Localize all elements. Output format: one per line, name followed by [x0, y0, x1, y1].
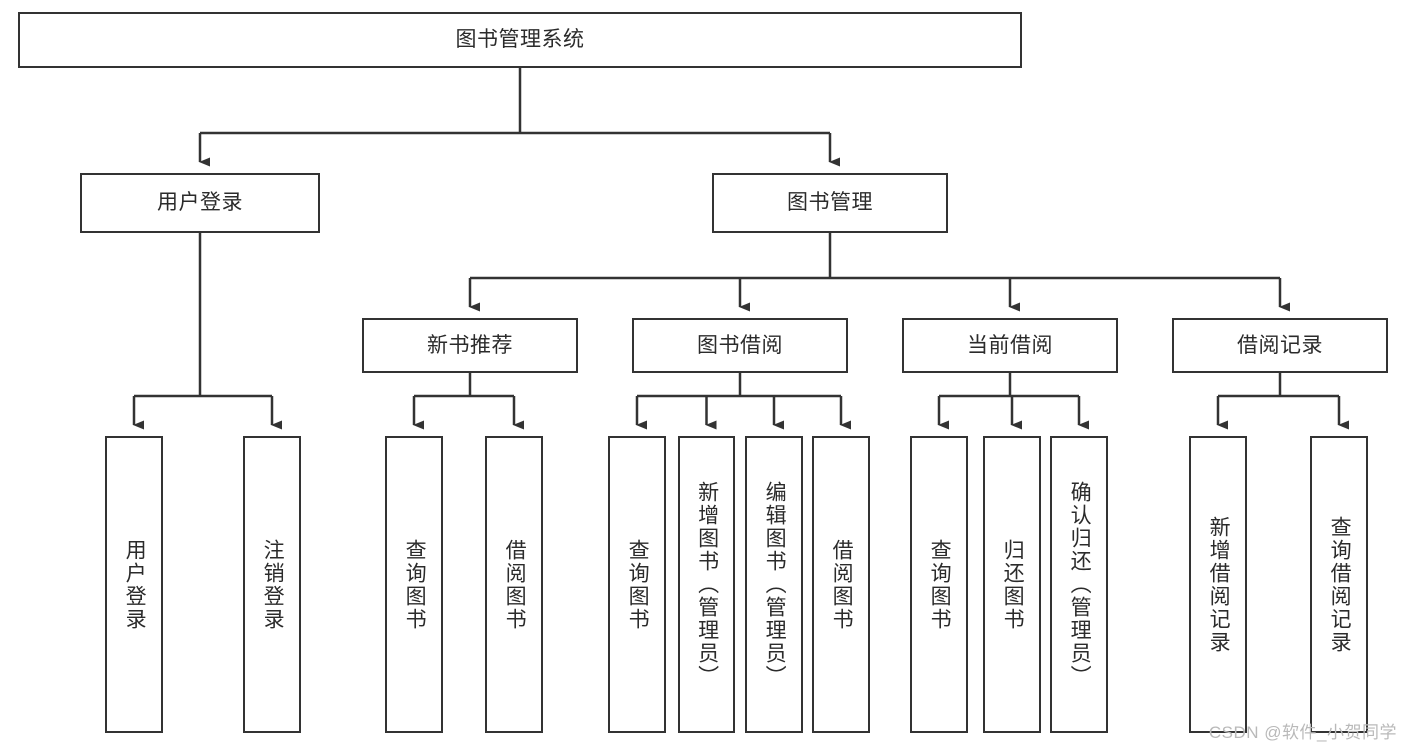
node-leaf-bb-edit[interactable]: 编辑图书（管理员） — [745, 436, 803, 733]
node-leaf-cb-return[interactable]: 归还图书 — [983, 436, 1041, 733]
node-label: 新书推荐 — [427, 333, 513, 357]
node-label: 用户登录 — [123, 538, 147, 631]
node-current-borrow[interactable]: 当前借阅 — [902, 318, 1118, 373]
node-new-book-rec[interactable]: 新书推荐 — [362, 318, 578, 373]
node-label: 确认归还（管理员） — [1068, 481, 1092, 688]
node-leaf-bb-add[interactable]: 新增图书（管理员） — [678, 436, 735, 733]
node-label: 借阅记录 — [1237, 333, 1323, 357]
node-leaf-cb-query[interactable]: 查询图书 — [910, 436, 968, 733]
node-label: 当前借阅 — [967, 333, 1053, 357]
node-leaf-user-login[interactable]: 用户登录 — [105, 436, 163, 733]
node-label: 用户登录 — [157, 191, 243, 215]
node-root[interactable]: 图书管理系统 — [18, 12, 1022, 68]
node-leaf-logout[interactable]: 注销登录 — [243, 436, 301, 733]
node-label: 图书借阅 — [697, 333, 783, 357]
node-label: 图书管理 — [787, 191, 873, 215]
node-label: 查询借阅记录 — [1328, 515, 1352, 654]
node-label: 查询图书 — [403, 538, 427, 631]
csdn-watermark: CSDN @软件_小贺同学 — [1208, 723, 1397, 742]
node-label: 借阅图书 — [503, 538, 527, 631]
node-leaf-bb-query[interactable]: 查询图书 — [608, 436, 666, 733]
node-leaf-rec-query[interactable]: 查询图书 — [385, 436, 443, 733]
node-label: 查询图书 — [626, 538, 650, 631]
node-leaf-cb-confirm[interactable]: 确认归还（管理员） — [1050, 436, 1108, 733]
node-leaf-br-add[interactable]: 新增借阅记录 — [1189, 436, 1247, 733]
node-borrow-record[interactable]: 借阅记录 — [1172, 318, 1388, 373]
node-leaf-rec-borrow[interactable]: 借阅图书 — [485, 436, 543, 733]
node-label: 借阅图书 — [830, 538, 854, 631]
node-book-manage[interactable]: 图书管理 — [712, 173, 948, 233]
node-label: 新增图书（管理员） — [695, 481, 719, 688]
node-leaf-bb-borrow[interactable]: 借阅图书 — [812, 436, 870, 733]
node-label: 注销登录 — [261, 538, 285, 631]
node-label: 图书管理系统 — [455, 28, 585, 52]
node-user-login[interactable]: 用户登录 — [80, 173, 320, 233]
node-leaf-br-query[interactable]: 查询借阅记录 — [1310, 436, 1368, 733]
node-label: 新增借阅记录 — [1207, 515, 1231, 654]
node-label: 归还图书 — [1001, 538, 1025, 631]
node-book-borrow[interactable]: 图书借阅 — [632, 318, 848, 373]
node-label: 查询图书 — [928, 538, 952, 631]
node-label: 编辑图书（管理员） — [763, 481, 787, 688]
